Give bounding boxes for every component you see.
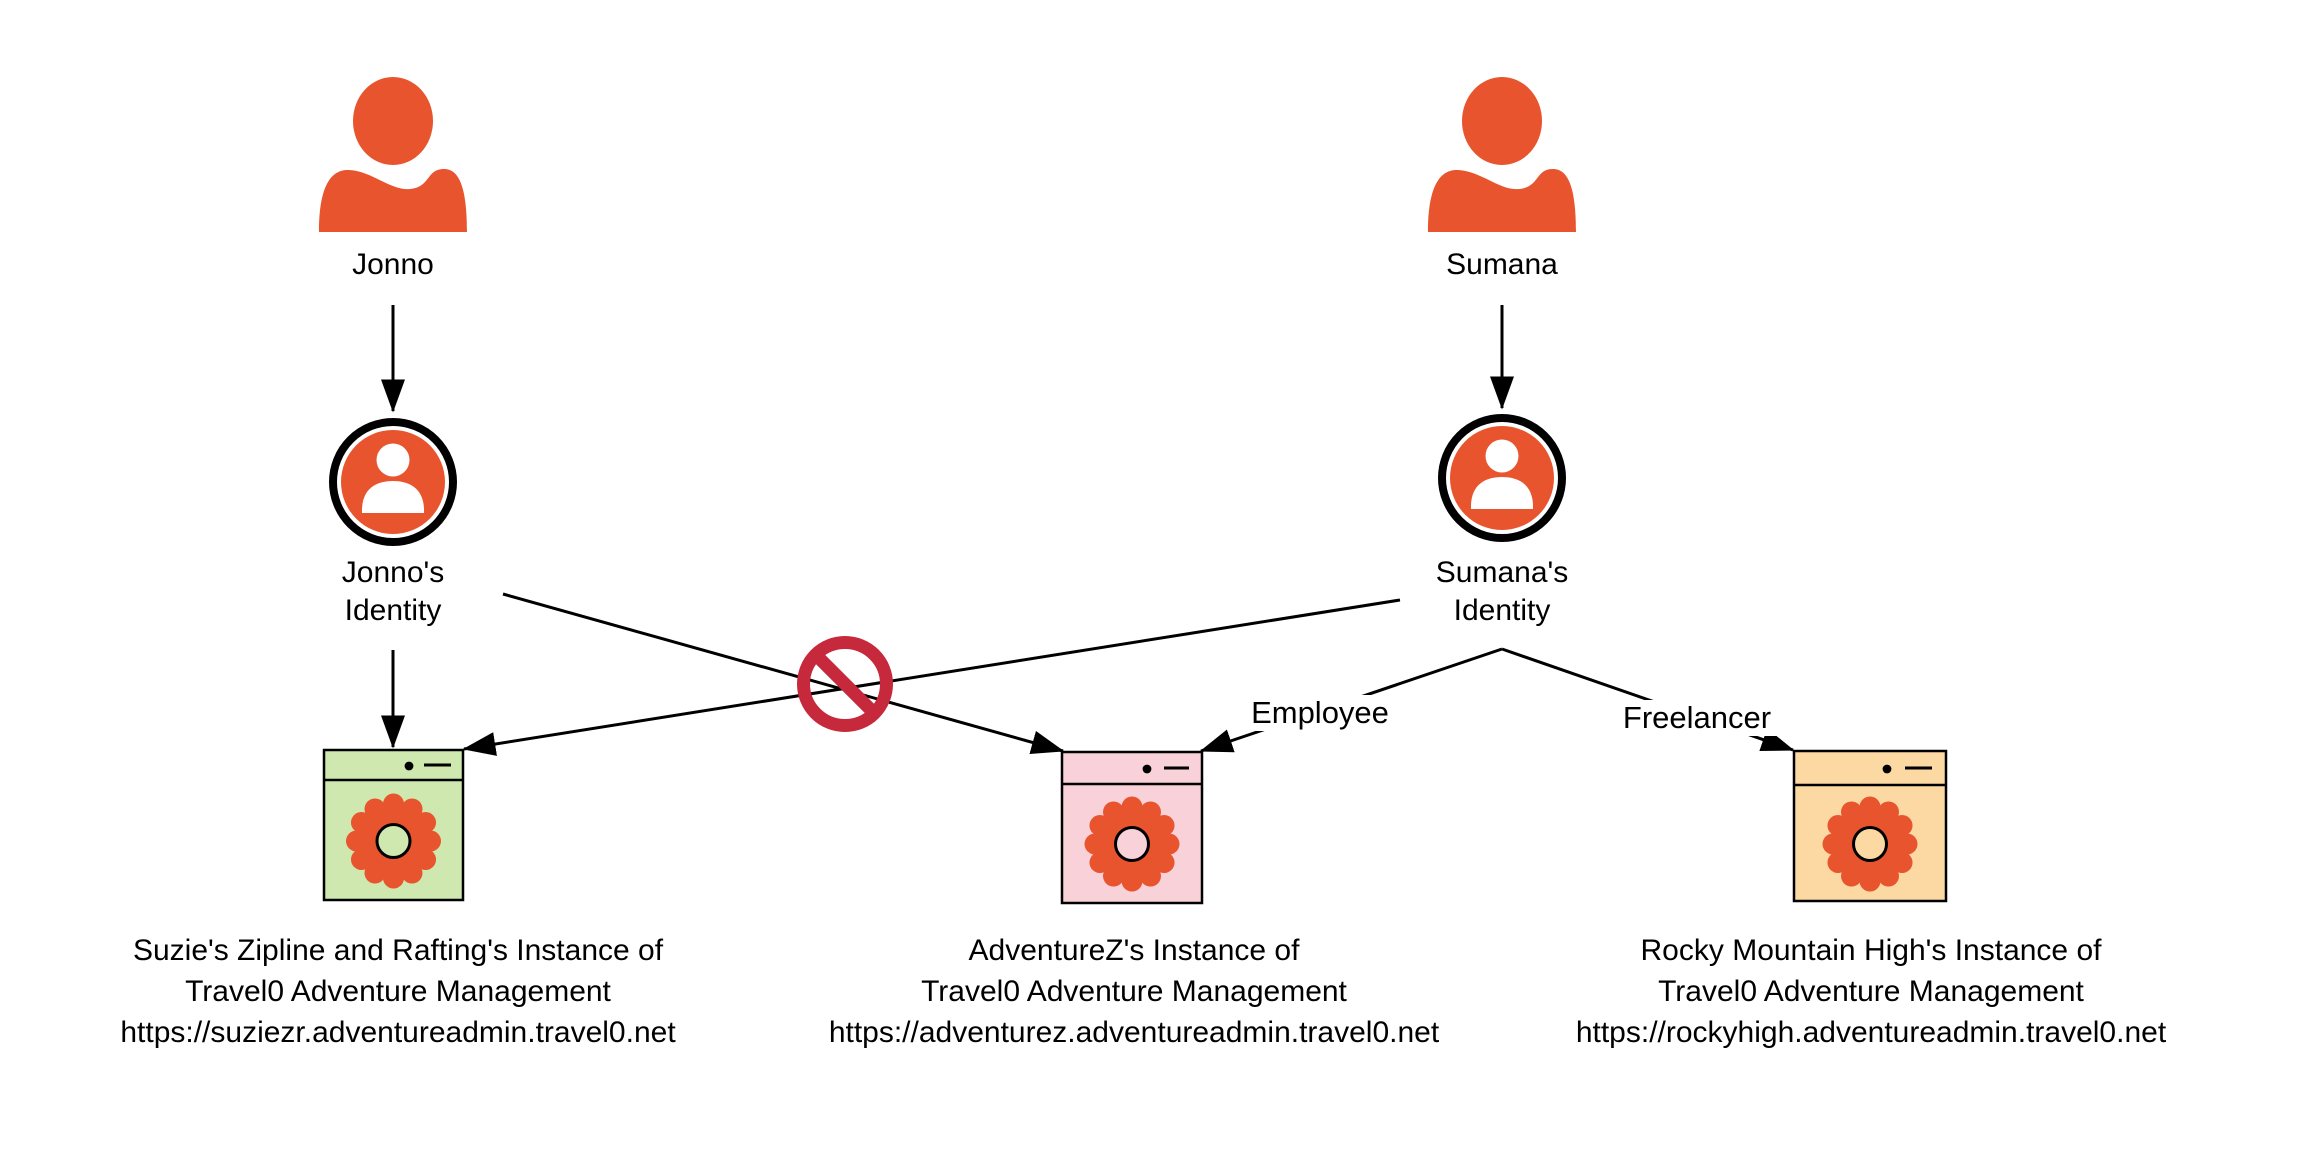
instance-name-line1: AdventureZ's Instance of [969, 934, 1301, 967]
person-icon [1428, 77, 1576, 232]
gear-hole [1852, 826, 1888, 862]
instance-caption-rockyhigh: Rocky Mountain High's Instance of Travel… [1576, 934, 2167, 1049]
identity-sumana-label-line2: Identity [1454, 594, 1551, 627]
app-window-adventurez [1060, 750, 1204, 905]
app-window-rockyhigh [1792, 749, 1948, 903]
user-sumana: Sumana [1428, 77, 1576, 281]
user-jonno-label: Jonno [352, 248, 434, 281]
user-sumana-label: Sumana [1446, 248, 1558, 281]
prohibition-ring [797, 636, 893, 732]
identity-jonno-label-line2: Identity [345, 594, 442, 627]
window-dot-icon [1142, 764, 1152, 774]
instance-caption-adventurez: AdventureZ's Instance of Travel0 Adventu… [829, 934, 1440, 1049]
instance-name-line2: Travel0 Adventure Management [921, 975, 1347, 1008]
prohibition-icon [797, 636, 893, 732]
instance-caption-suziezr: Suzie's Zipline and Rafting's Instance o… [120, 934, 676, 1049]
user-jonno: Jonno [319, 77, 467, 281]
instance-name-line2: Travel0 Adventure Management [1658, 975, 2084, 1008]
identity-jonno-label-line1: Jonno's [342, 556, 444, 589]
gear-hole [1114, 826, 1150, 862]
identity-jonno: Jonno's Identity [329, 418, 457, 627]
employee-label-bg [1244, 695, 1396, 731]
person-icon [319, 77, 467, 232]
identity-sumana: Sumana's Identity [1436, 414, 1568, 627]
freelancer-edge-label: Freelancer [1623, 700, 1771, 735]
window-dot-icon [404, 761, 414, 771]
freelancer-label-bg [1612, 700, 1782, 736]
instance-name-line2: Travel0 Adventure Management [185, 975, 611, 1008]
identity-ring [329, 418, 457, 546]
employee-edge-label: Employee [1251, 695, 1389, 730]
instance-url: https://adventurez.adventureadmin.travel… [829, 1016, 1440, 1049]
window-dot-icon [1882, 764, 1892, 774]
instance-url: https://rockyhigh.adventureadmin.travel0… [1576, 1016, 2167, 1049]
connector-jonno-identity-to-adventurez-blocked [502, 592, 1065, 755]
edge-labels: Employee Freelancer [1244, 695, 1782, 736]
identity-ring [1438, 414, 1566, 542]
app-window-suziezr [322, 748, 465, 902]
instance-name-line1: Suzie's Zipline and Rafting's Instance o… [133, 934, 664, 967]
instance-name-line1: Rocky Mountain High's Instance of [1641, 934, 2103, 967]
gear-hole [375, 823, 412, 859]
instance-url: https://suziezr.adventureadmin.travel0.n… [120, 1016, 676, 1049]
connectors [381, 305, 1795, 756]
prohibition-slash [811, 650, 879, 718]
connector-sumana-identity-to-suziezr-blocked [462, 598, 1401, 756]
identity-sumana-label-line1: Sumana's [1436, 556, 1568, 589]
